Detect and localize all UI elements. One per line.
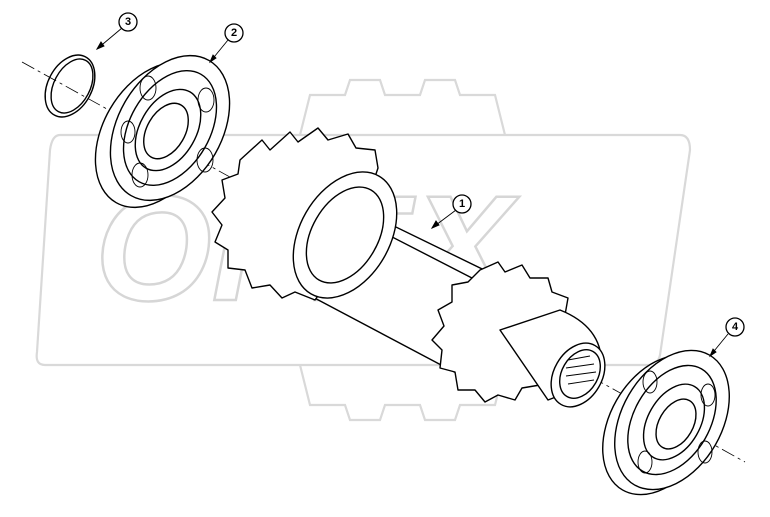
ball-bearing-icon: [94, 54, 231, 209]
leader-lines: [95, 27, 729, 358]
callout-2: 2: [224, 23, 244, 43]
snap-ring-icon: [44, 54, 96, 118]
ball-bearing-icon: [602, 349, 730, 496]
watermark-gear-outline: [35, 133, 692, 367]
svg-text:2: 2: [231, 27, 237, 39]
callout-1: 1: [452, 194, 472, 214]
svg-text:4: 4: [732, 321, 739, 333]
watermark-gear-teeth: [298, 78, 507, 422]
gear-shaft-icon: [211, 127, 606, 408]
svg-text:3: 3: [125, 16, 131, 28]
callout-3: 3: [118, 12, 138, 32]
callout-4: 4: [725, 317, 745, 337]
svg-text:1: 1: [459, 198, 465, 210]
